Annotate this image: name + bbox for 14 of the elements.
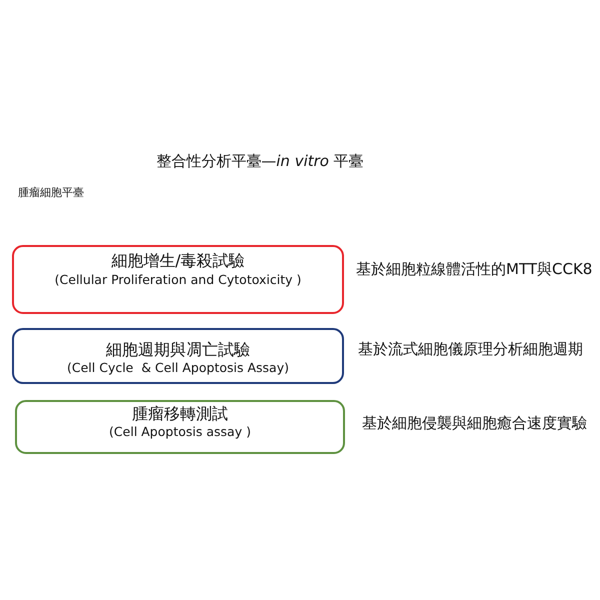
assay-box	[12, 328, 344, 384]
assay-subtitle: (Cell Apoptosis assay )	[108, 424, 252, 439]
assay-subtitle: (Cell Cycle & Cell Apoptosis Assay)	[66, 360, 290, 375]
method-description: 基於細胞侵襲與細胞癒合速度實驗	[362, 414, 587, 433]
assay-box	[15, 400, 345, 454]
assay-title: 細胞週期與凋亡試驗	[105, 340, 251, 361]
section-label: 腫瘤細胞平臺	[18, 185, 84, 200]
assay-box	[12, 245, 344, 314]
method-description: 基於細胞粒線體活性的MTT與CCK8	[356, 260, 592, 279]
method-description: 基於流式細胞儀原理分析細胞週期	[358, 340, 583, 359]
assay-title: 腫瘤移轉測試	[131, 404, 229, 425]
diagram-title: 整合性分析平臺—in vitro 平臺	[155, 152, 365, 171]
assay-subtitle: (Cellular Proliferation and Cytotoxicity )	[54, 272, 302, 287]
assay-title: 細胞增生/毒殺試驗	[110, 251, 246, 272]
